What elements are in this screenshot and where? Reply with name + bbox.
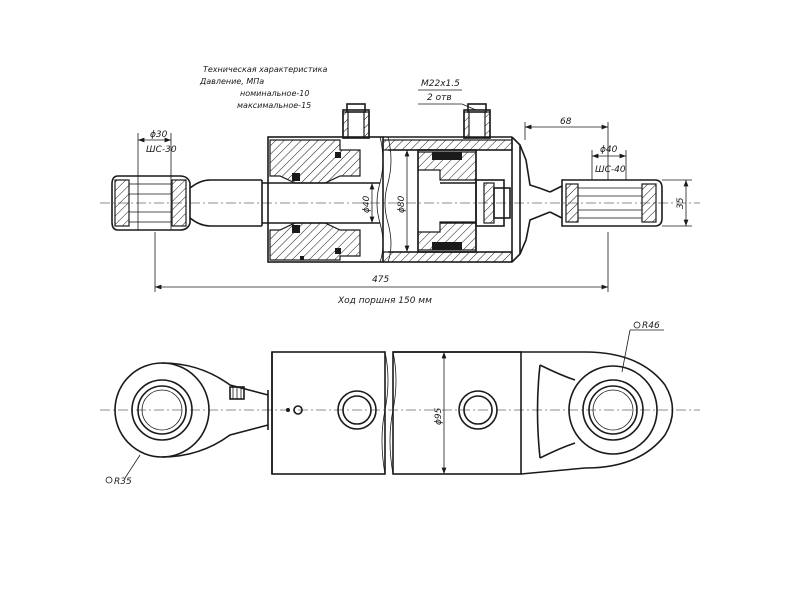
dim-total-length: 475 Ход поршня 150 мм xyxy=(154,232,609,306)
left-rod-eye xyxy=(111,175,262,231)
thread-count-label: 2 отв xyxy=(427,93,452,103)
thread-callout: M22x1.5 2 отв xyxy=(418,79,477,111)
notes-line1: Техническая характеристика xyxy=(203,65,328,74)
piston xyxy=(417,149,511,253)
barrel-side: ϕ95 xyxy=(271,351,522,475)
stroke-label: Ход поршня 150 мм xyxy=(337,296,432,306)
dim-right-eye: ϕ40 ШС-40 xyxy=(591,145,627,180)
dim-offset-label: 68 xyxy=(560,117,572,127)
right-bearing-label: ШС-40 xyxy=(595,165,626,175)
technical-notes: Техническая характеристика Давление, МПа… xyxy=(199,65,328,110)
outer-dia-label: ϕ95 xyxy=(434,407,444,425)
section-view: 475 Ход поршня 150 мм ϕ30 ШС-30 ϕ40 ϕ80 … xyxy=(100,65,700,306)
dim-eye-width-label: 35 xyxy=(676,197,686,209)
left-eye-side: R35 xyxy=(105,362,269,487)
break-lines xyxy=(376,136,392,263)
gland-head xyxy=(267,136,384,263)
end-cap xyxy=(511,136,563,263)
dim-eye-width: 35 xyxy=(662,179,692,227)
thread-size-label: M22x1.5 xyxy=(421,79,460,89)
rod-dia-label: ϕ40 xyxy=(362,195,372,213)
right-radius-label: R46 xyxy=(642,321,660,331)
bore-dia-label: ϕ80 xyxy=(397,195,407,213)
right-eye-side: R46 xyxy=(520,321,674,475)
notes-line2: Давление, МПа xyxy=(199,77,264,86)
notes-line3: номинальное-10 xyxy=(240,89,309,98)
port-right xyxy=(463,103,491,139)
dim-offset: 68 xyxy=(524,117,609,180)
left-bearing-label: ШС-30 xyxy=(146,145,177,155)
left-eye-dia-label: ϕ30 xyxy=(150,130,168,140)
notes-line4: максимальное-15 xyxy=(237,101,311,110)
dim-left-eye: ϕ30 ШС-30 xyxy=(137,130,177,230)
port-left xyxy=(342,103,370,139)
right-clevis-eye xyxy=(561,179,663,227)
left-radius-label: R35 xyxy=(114,477,132,487)
right-eye-dia-label: ϕ40 xyxy=(600,145,618,155)
side-view: R35 ϕ95 xyxy=(100,321,700,487)
dim-total-length-label: 475 xyxy=(372,275,389,285)
